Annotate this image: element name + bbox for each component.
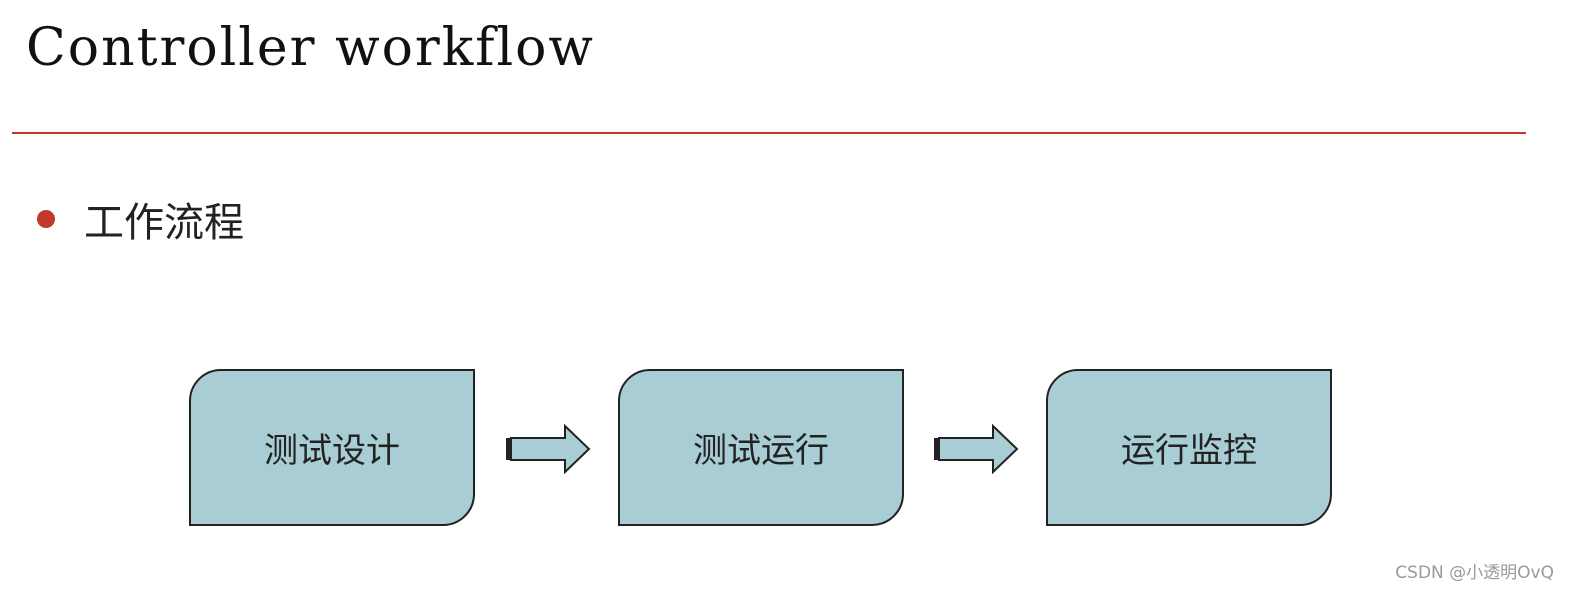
watermark: CSDN @小透明OvQ	[1395, 563, 1554, 583]
flow-step-test-design: 测试设计	[189, 369, 475, 526]
bullet-dot-icon	[37, 210, 55, 228]
right-arrow-icon	[934, 424, 1019, 474]
bullet-text: 工作流程	[84, 200, 244, 246]
flow-step-test-run: 测试运行	[618, 369, 904, 526]
flow-step-label: 运行监控	[1121, 431, 1257, 471]
slide-title: Controller workflow	[26, 18, 595, 78]
flow-step-run-monitor: 运行监控	[1046, 369, 1332, 526]
title-divider	[12, 132, 1526, 134]
flow-step-label: 测试运行	[693, 431, 829, 471]
flow-step-label: 测试设计	[264, 431, 400, 471]
right-arrow-icon	[506, 424, 591, 474]
